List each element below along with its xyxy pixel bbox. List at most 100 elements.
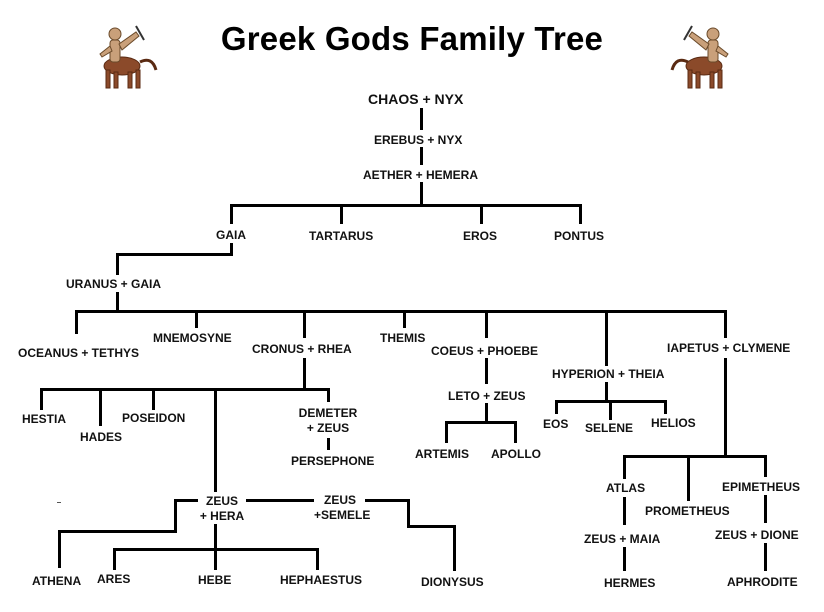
connector bbox=[214, 388, 217, 492]
node-demeter-label: DEMETER bbox=[298, 406, 358, 420]
node-plus-zeus-label: + ZEUS bbox=[306, 421, 350, 435]
node-athena: ATHENA bbox=[32, 574, 82, 588]
node-uranus-gaia: URANUS + GAIA bbox=[66, 277, 162, 291]
node-hermes: HERMES bbox=[604, 576, 656, 590]
page-title: Greek Gods Family Tree bbox=[220, 20, 604, 57]
connector bbox=[420, 182, 423, 206]
node-coeus-phoebe: COEUS + PHOEBE bbox=[431, 344, 539, 358]
connector bbox=[764, 455, 767, 477]
connector bbox=[113, 548, 116, 570]
node-zeus-dione: ZEUS + DIONE bbox=[715, 528, 799, 542]
node-selene: SELENE bbox=[585, 421, 634, 435]
connector bbox=[480, 204, 483, 224]
node-eros: EROS bbox=[463, 229, 498, 243]
connector bbox=[116, 292, 119, 312]
connector bbox=[664, 400, 667, 414]
connector bbox=[420, 108, 423, 130]
connector bbox=[113, 548, 319, 551]
connector bbox=[340, 204, 343, 224]
node-apollo: APOLLO bbox=[491, 447, 541, 461]
connector bbox=[485, 403, 488, 423]
node-cronus-rhea: CRONUS + RHEA bbox=[252, 342, 352, 356]
node-gaia: GAIA bbox=[216, 228, 246, 242]
connector bbox=[407, 525, 455, 528]
centaur-icon bbox=[670, 25, 729, 89]
node-hades: HADES bbox=[80, 430, 123, 444]
connector bbox=[687, 455, 690, 501]
connector bbox=[724, 358, 727, 458]
node-ares: ARES bbox=[97, 572, 131, 586]
connector bbox=[75, 310, 727, 313]
connector bbox=[407, 499, 410, 528]
connector bbox=[605, 382, 608, 402]
connector bbox=[303, 358, 306, 390]
connector bbox=[445, 421, 517, 424]
node-poseidon: POSEIDON bbox=[122, 411, 186, 425]
connector bbox=[230, 204, 582, 207]
connector bbox=[230, 243, 233, 255]
node-demeter-zeus: DEMETER + ZEUS bbox=[296, 406, 360, 436]
node-zeus-label: ZEUS bbox=[323, 493, 356, 507]
connector bbox=[327, 388, 330, 402]
connector bbox=[174, 499, 198, 502]
connector bbox=[327, 438, 330, 450]
node-chaos-nyx: CHAOS + NYX bbox=[368, 91, 464, 107]
node-zeus-maia: ZEUS + MAIA bbox=[584, 532, 661, 546]
connector bbox=[579, 204, 582, 224]
connector bbox=[724, 310, 727, 338]
node-zeus-hera: ZEUS + HERA bbox=[196, 494, 248, 524]
node-iapetus-clymene: IAPETUS + CLYMENE bbox=[667, 341, 791, 355]
connector bbox=[116, 253, 119, 275]
node-prometheus: PROMETHEUS bbox=[645, 504, 730, 518]
node-aether-hemera: AETHER + HEMERA bbox=[363, 168, 479, 182]
connector bbox=[403, 310, 406, 328]
node-hephaestus: HEPHAESTUS bbox=[280, 573, 363, 587]
connector bbox=[40, 388, 43, 410]
node-persephone: PERSEPHONE bbox=[291, 454, 375, 468]
node-erebus-nyx: EREBUS + NYX bbox=[374, 133, 463, 147]
stray-mark bbox=[57, 502, 61, 503]
connector bbox=[514, 421, 517, 443]
node-plus-semele-label: +SEMELE bbox=[314, 508, 371, 522]
connector bbox=[230, 204, 233, 224]
connector bbox=[58, 530, 61, 568]
connector bbox=[365, 499, 409, 502]
connector bbox=[116, 253, 233, 256]
connector bbox=[453, 525, 456, 571]
node-artemis: ARTEMIS bbox=[415, 447, 469, 461]
node-epimetheus: EPIMETHEUS bbox=[722, 480, 801, 494]
connector bbox=[485, 310, 488, 338]
connector bbox=[174, 499, 177, 533]
connector bbox=[195, 310, 198, 328]
connector bbox=[420, 147, 423, 165]
centaur-icon bbox=[99, 25, 158, 89]
connector bbox=[605, 310, 608, 366]
connector bbox=[623, 455, 767, 458]
node-themis: THEMIS bbox=[380, 331, 426, 345]
connector bbox=[214, 524, 217, 570]
node-tartarus: TARTARUS bbox=[309, 229, 374, 243]
node-dionysus: DIONYSUS bbox=[421, 575, 484, 589]
connector bbox=[303, 310, 306, 338]
node-aphrodite: APHRODITE bbox=[727, 575, 798, 589]
node-hyperion-theia: HYPERION + THEIA bbox=[552, 367, 665, 381]
connector bbox=[609, 400, 612, 420]
node-hestia: HESTIA bbox=[22, 412, 67, 426]
connector bbox=[623, 547, 626, 571]
node-zeus-label: ZEUS bbox=[205, 494, 238, 508]
node-plus-hera-label: + HERA bbox=[199, 509, 245, 523]
connector bbox=[623, 455, 626, 479]
connector bbox=[58, 530, 177, 533]
node-zeus-semele: ZEUS +SEMELE bbox=[314, 493, 371, 523]
connector bbox=[445, 421, 448, 443]
connector bbox=[764, 543, 767, 571]
node-atlas: ATLAS bbox=[606, 481, 646, 495]
connector bbox=[40, 388, 330, 391]
connector bbox=[485, 358, 488, 384]
connector bbox=[555, 400, 558, 414]
connector bbox=[623, 497, 626, 525]
node-mnemosyne: MNEMOSYNE bbox=[153, 331, 232, 345]
node-hebe: HEBE bbox=[198, 573, 232, 587]
connector bbox=[75, 310, 78, 334]
